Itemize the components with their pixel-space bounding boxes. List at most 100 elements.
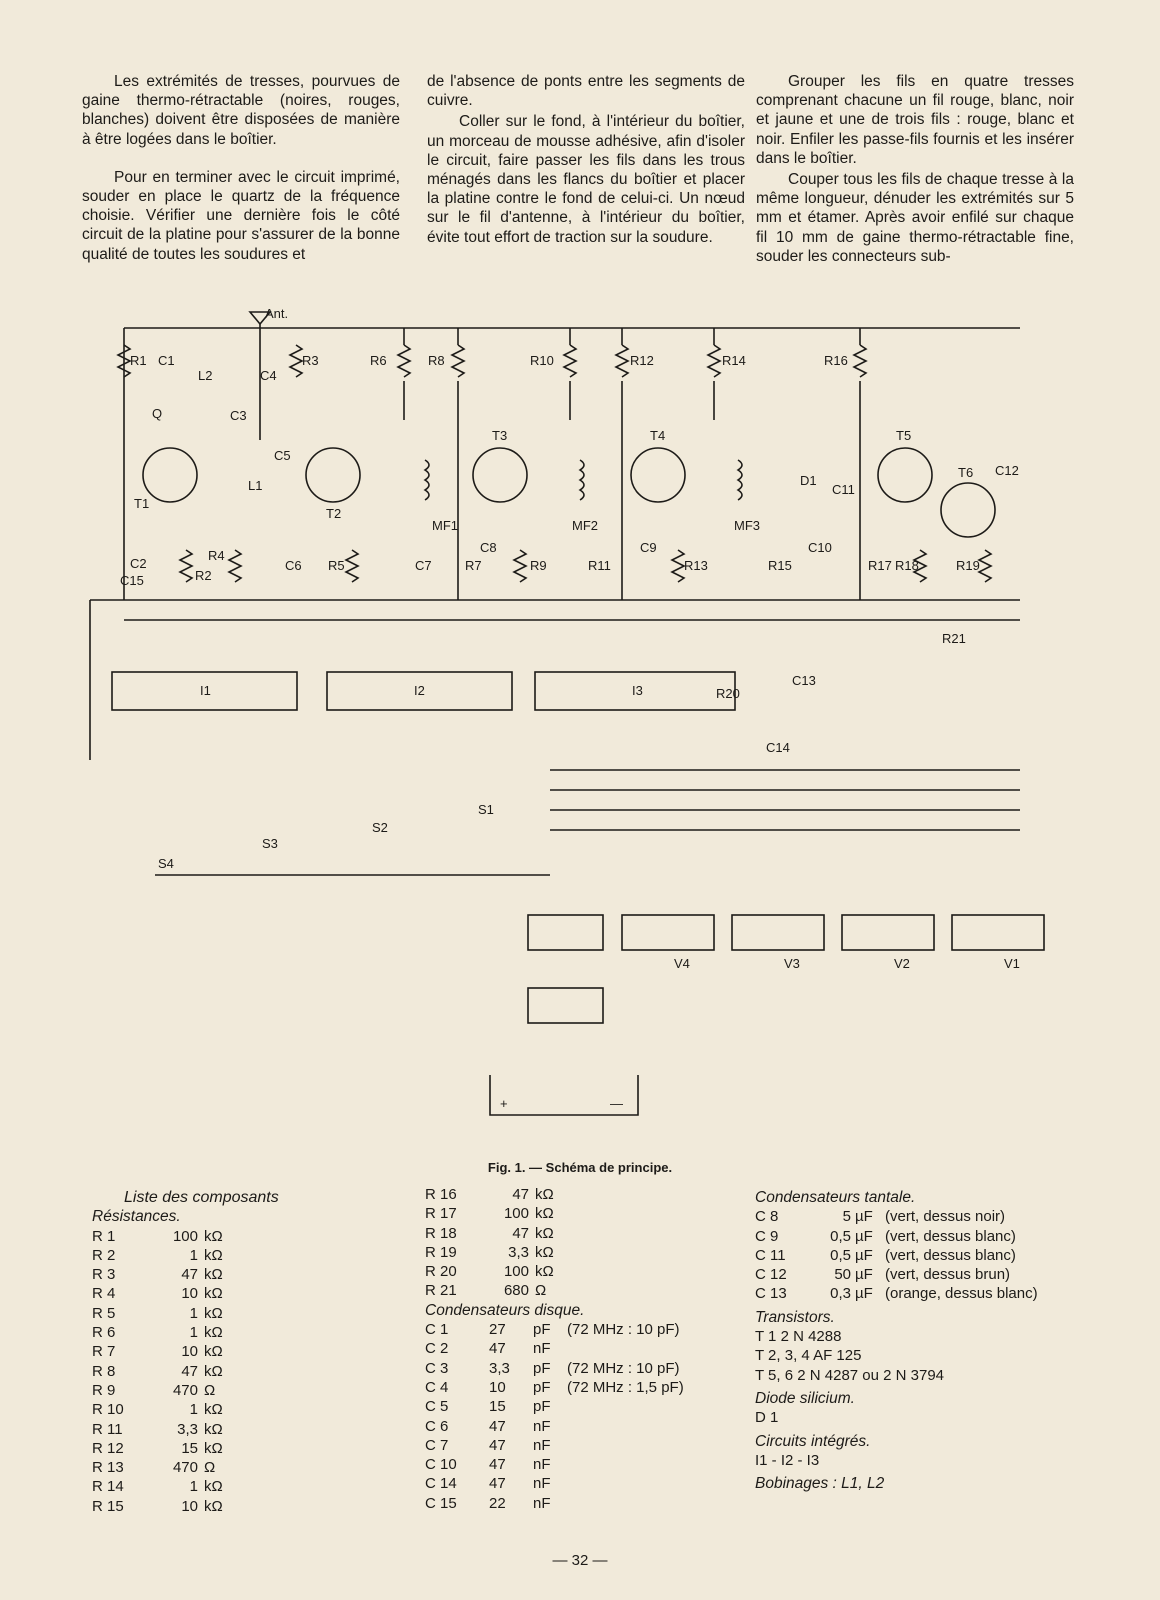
page-number: — 32 — [552,1552,608,1569]
part-value: 15 [489,1398,506,1416]
part-value: 47 [512,1224,529,1242]
part-value: 10 [181,1285,198,1303]
diode-item: D 1 [755,1409,779,1427]
part-value: 3,3 [177,1420,198,1438]
part-unit: kΩ [204,1324,223,1342]
label-S2: S2 [372,820,388,835]
label-minus: — [610,1096,623,1111]
label-R15: R15 [768,558,792,573]
part-value: 47 [181,1362,198,1380]
paragraph: Coller sur le fond, à l'intérieur du boî… [427,113,745,246]
part-value: 1 [189,1304,198,1322]
part-value: 470 [172,1381,198,1399]
part-value: 22 [489,1494,506,1512]
resistances-heading: Résistances. [92,1208,181,1226]
label-R2: R2 [195,568,212,583]
part-ref: R 21 [425,1282,457,1300]
part-ref: C 15 [425,1494,457,1512]
part-ref: C 2 [425,1340,449,1358]
part-ref: R 11 [92,1420,123,1438]
label-C11: C11 [832,482,855,497]
part-value: 0,5 [830,1246,851,1264]
part-value: 0,3 [830,1285,851,1303]
part-unit: pF [533,1378,551,1396]
part-ref: C 8 [755,1208,779,1226]
part-value: 47 [489,1417,506,1435]
part-unit: kΩ [535,1205,554,1223]
part-unit: kΩ [204,1266,223,1284]
label-C8: C8 [480,540,497,555]
part-ref: C 11 [755,1246,786,1264]
part-value: 680 [503,1282,529,1300]
part-ref: R 16 [425,1186,457,1203]
figure-caption: Fig. 1. — Schéma de principe. [487,1160,673,1175]
part-unit: pF [533,1398,551,1416]
diode-heading: Diode silicium. [755,1389,855,1407]
part-value: 47 [489,1475,506,1493]
part-value: 100 [503,1205,529,1223]
part-value: 15 [181,1439,198,1457]
label-V2: V2 [894,956,910,971]
label-C7: C7 [415,558,432,573]
part-unit: kΩ [204,1401,223,1419]
part-unit: Ω [204,1459,216,1477]
text-column-1: Les extrémités de tresses, pourvues de g… [82,72,400,264]
label-T1: T1 [134,496,149,511]
label-R21: R21 [942,631,966,646]
ic-item: I1 - I2 - I3 [755,1451,820,1469]
label-R12: R12 [630,353,654,368]
part-unit: nF [533,1475,551,1493]
paragraph: Pour en terminer avec le circuit imprimé… [82,168,400,263]
disc-caps-heading: Condensateurs disque. [425,1301,585,1319]
part-unit: kΩ [204,1246,223,1264]
part-ref: R 4 [92,1285,116,1303]
part-ref: C 12 [755,1266,787,1284]
label-R13: R13 [684,558,708,573]
label-C5: C5 [274,448,291,463]
label-C2: C2 [130,556,147,571]
part-value: 5 [842,1208,851,1226]
part-ref: R 17 [425,1205,457,1223]
label-R10: R10 [530,353,554,368]
circuit-schematic: Ant. R1 C1 L2 C4 R3 R6 R8 R10 R12 R14 R1… [89,306,1045,1116]
part-ref: R 2 [92,1246,116,1264]
part-value: 1 [189,1246,198,1264]
label-R3: R3 [302,353,319,368]
parts-title: Liste des composants [124,1189,279,1206]
label-R16: R16 [824,353,848,368]
part-unit: kΩ [535,1243,554,1261]
part-note: (72 MHz : 10 pF) [567,1321,680,1339]
part-ref: C 4 [425,1378,449,1396]
label-C6: C6 [285,558,302,573]
label-I1: I1 [200,683,211,698]
label-D1: D1 [800,473,817,488]
label-R6: R6 [370,353,387,368]
part-ref: R 7 [92,1343,116,1361]
paragraph: Grouper les fils en quatre tresses compr… [756,73,1074,167]
part-value: 10 [181,1343,198,1361]
part-unit: kΩ [204,1478,223,1496]
label-T4: T4 [650,428,665,443]
tantal-heading: Condensateurs tantale. [755,1189,916,1206]
transistors-heading: Transistors. [755,1308,835,1326]
coils-item: Bobinages : L1, L2 [755,1475,885,1493]
part-ref: C 9 [755,1227,779,1245]
part-ref: R 14 [92,1478,124,1496]
part-ref: R 1 [92,1227,116,1245]
part-ref: R 20 [425,1263,457,1281]
part-unit: kΩ [204,1343,223,1361]
